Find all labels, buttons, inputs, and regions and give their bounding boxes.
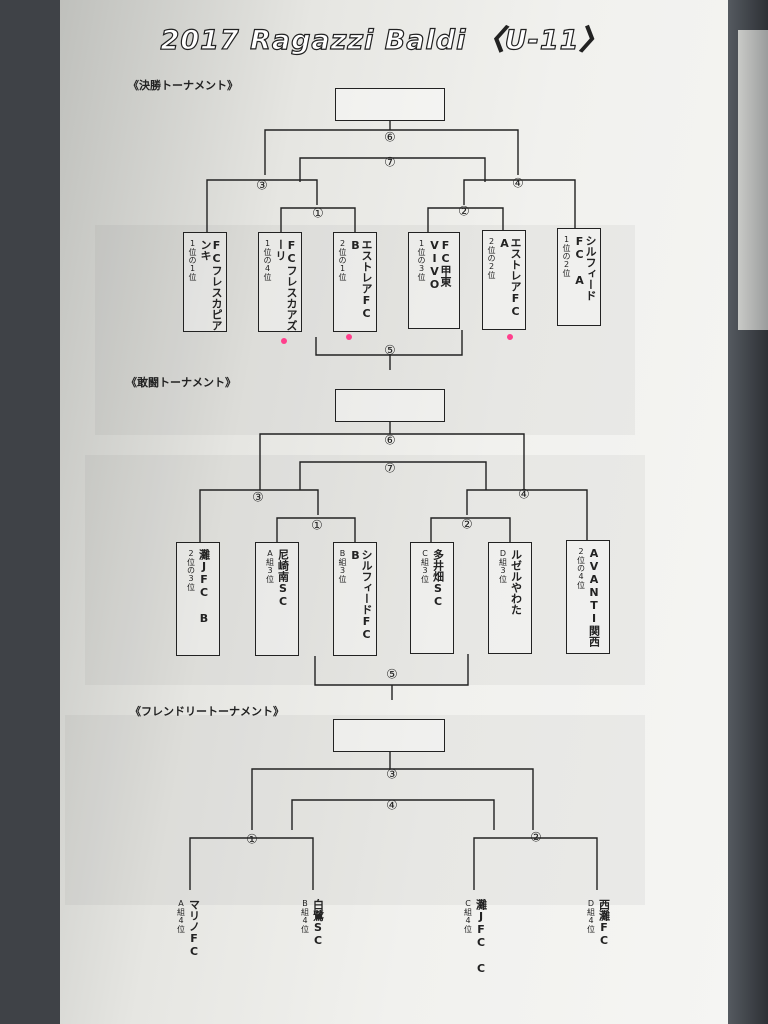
match-number-1: ① <box>312 207 324 222</box>
team-entry-3-4: 西灘FC D組4位 <box>573 893 623 983</box>
team-box-1-6: シルフィードFC A 1位の2位 <box>557 228 601 326</box>
team-name: AVANTI関西 <box>587 547 601 647</box>
marker-dot <box>281 338 287 344</box>
team-seed: A組3位 <box>265 549 275 583</box>
section-heading-fighting: 《敢闘トーナメント》 <box>126 376 236 389</box>
team-box-2-3: シルフィードFC B B組3位 <box>333 542 377 656</box>
team-name: ルゼルやわた <box>509 549 523 615</box>
team-box-2-6: AVANTI関西 2位の4位 <box>566 540 610 654</box>
match-number-7: ⑦ <box>384 156 396 171</box>
bracket-match-7 <box>299 157 486 182</box>
team-name: FCフレスカアズーリ <box>274 239 298 331</box>
team-box-2-5: ルゼルやわた D組3位 <box>488 542 532 654</box>
match-number-2: ② <box>461 518 473 533</box>
team-name: 多井畑SC <box>431 549 445 608</box>
team-entry-3-3: 灘JFC C C組4位 <box>450 893 500 983</box>
match-number-6: ⑥ <box>384 434 396 449</box>
faint-table-3 <box>65 715 645 905</box>
bracket-match-3 <box>206 179 318 232</box>
bracket-match-1 <box>189 837 314 890</box>
faint-table-1 <box>95 225 635 435</box>
team-name: FCフレスカピアンキ <box>199 239 223 331</box>
team-entry-3-2: 白鷺SC B組4位 <box>287 893 337 983</box>
match-number-4: ④ <box>518 488 530 503</box>
team-name: 白鷺SC <box>311 899 325 947</box>
match-number-5: ⑤ <box>386 668 398 683</box>
bracket-match-2 <box>473 837 598 890</box>
team-name: FC甲東VIVO <box>428 239 452 291</box>
team-name: エストレアFC B <box>349 239 373 320</box>
bracket-match-1 <box>280 207 356 232</box>
team-seed: A組4位 <box>176 899 186 933</box>
match-number-7: ⑦ <box>384 462 396 477</box>
team-box-1-1: FCフレスカピアンキ 1位の1位 <box>183 232 227 332</box>
champion-box-final <box>335 88 445 121</box>
team-seed: B組4位 <box>300 899 310 933</box>
team-box-1-3: エストレアFC B 2位の1位 <box>333 232 377 332</box>
document-title: 2017 Ragazzi Baldi 〈U-11〉 <box>160 24 608 56</box>
match-number-5: ⑤ <box>384 344 396 359</box>
match-number-3: ③ <box>252 491 264 506</box>
team-box-2-2: 尼崎南SC A組3位 <box>255 542 299 656</box>
team-name: シルフィードFC B <box>349 549 373 641</box>
bracket-match-2 <box>427 207 504 232</box>
paper-sheet <box>60 0 728 1024</box>
team-name: 灘JFC C <box>474 899 488 975</box>
team-name: エストレアFC A <box>498 237 522 318</box>
match-number-2: ② <box>530 831 542 846</box>
bracket-match-5 <box>315 330 463 356</box>
team-seed: D組4位 <box>586 899 596 933</box>
faint-table-2 <box>85 455 645 685</box>
team-seed: D組3位 <box>498 549 508 583</box>
team-name: マリノFC <box>187 899 201 958</box>
bracket-match-4 <box>463 179 576 228</box>
bracket-match-4 <box>466 489 588 540</box>
bracket-match-7 <box>299 461 487 490</box>
team-box-2-4: 多井畑SC C組3位 <box>410 542 454 654</box>
section-heading-friendly: 《フレンドリートーナメント》 <box>130 705 284 718</box>
match-number-4: ④ <box>512 177 524 192</box>
match-number-3: ③ <box>386 768 398 783</box>
team-name: 尼崎南SC <box>276 549 290 608</box>
team-seed: 2位の4位 <box>576 547 586 589</box>
team-seed: 1位の1位 <box>188 239 197 281</box>
bracket-match-6 <box>264 129 519 175</box>
team-box-1-4: FC甲東VIVO 1位の3位 <box>408 232 460 329</box>
paper-stack-edge <box>738 30 768 330</box>
match-number-6: ⑥ <box>384 131 396 146</box>
team-seed: C組4位 <box>463 899 473 933</box>
bracket-match-2 <box>430 517 511 542</box>
team-entry-3-1: マリノFC A組4位 <box>163 893 213 983</box>
team-seed: B組3位 <box>338 549 347 583</box>
team-seed: 2位の3位 <box>186 549 196 591</box>
section-heading-final: 《決勝トーナメント》 <box>128 79 238 92</box>
match-number-2: ② <box>458 205 470 220</box>
team-seed: 1位の3位 <box>417 239 426 281</box>
team-seed: 1位の2位 <box>562 235 571 277</box>
bracket-match-4 <box>291 799 495 830</box>
team-name: 西灘FC <box>597 899 611 947</box>
marker-dot <box>507 334 513 340</box>
match-number-1: ① <box>311 519 323 534</box>
bracket-match-3 <box>251 768 534 830</box>
bracket-match-6 <box>259 433 525 490</box>
marker-dot <box>346 334 352 340</box>
team-seed: 2位の2位 <box>487 237 496 279</box>
team-seed: 2位の1位 <box>338 239 347 281</box>
team-seed: C組3位 <box>420 549 430 583</box>
match-number-3: ③ <box>256 179 268 194</box>
match-number-4: ④ <box>386 799 398 814</box>
team-name: シルフィードFC A <box>573 235 597 301</box>
team-box-2-1: 灘JFC B 2位の3位 <box>176 542 220 656</box>
match-number-1: ① <box>246 833 258 848</box>
team-name: 灘JFC B <box>197 549 211 625</box>
bracket-match-3 <box>199 489 319 542</box>
champion-box-fighting <box>335 389 445 422</box>
team-box-1-5: エストレアFC A 2位の2位 <box>482 230 526 330</box>
team-seed: 1位の4位 <box>263 239 272 281</box>
team-box-1-2: FCフレスカアズーリ 1位の4位 <box>258 232 302 332</box>
bracket-match-1 <box>276 517 356 542</box>
champion-box-friendly <box>333 719 445 752</box>
